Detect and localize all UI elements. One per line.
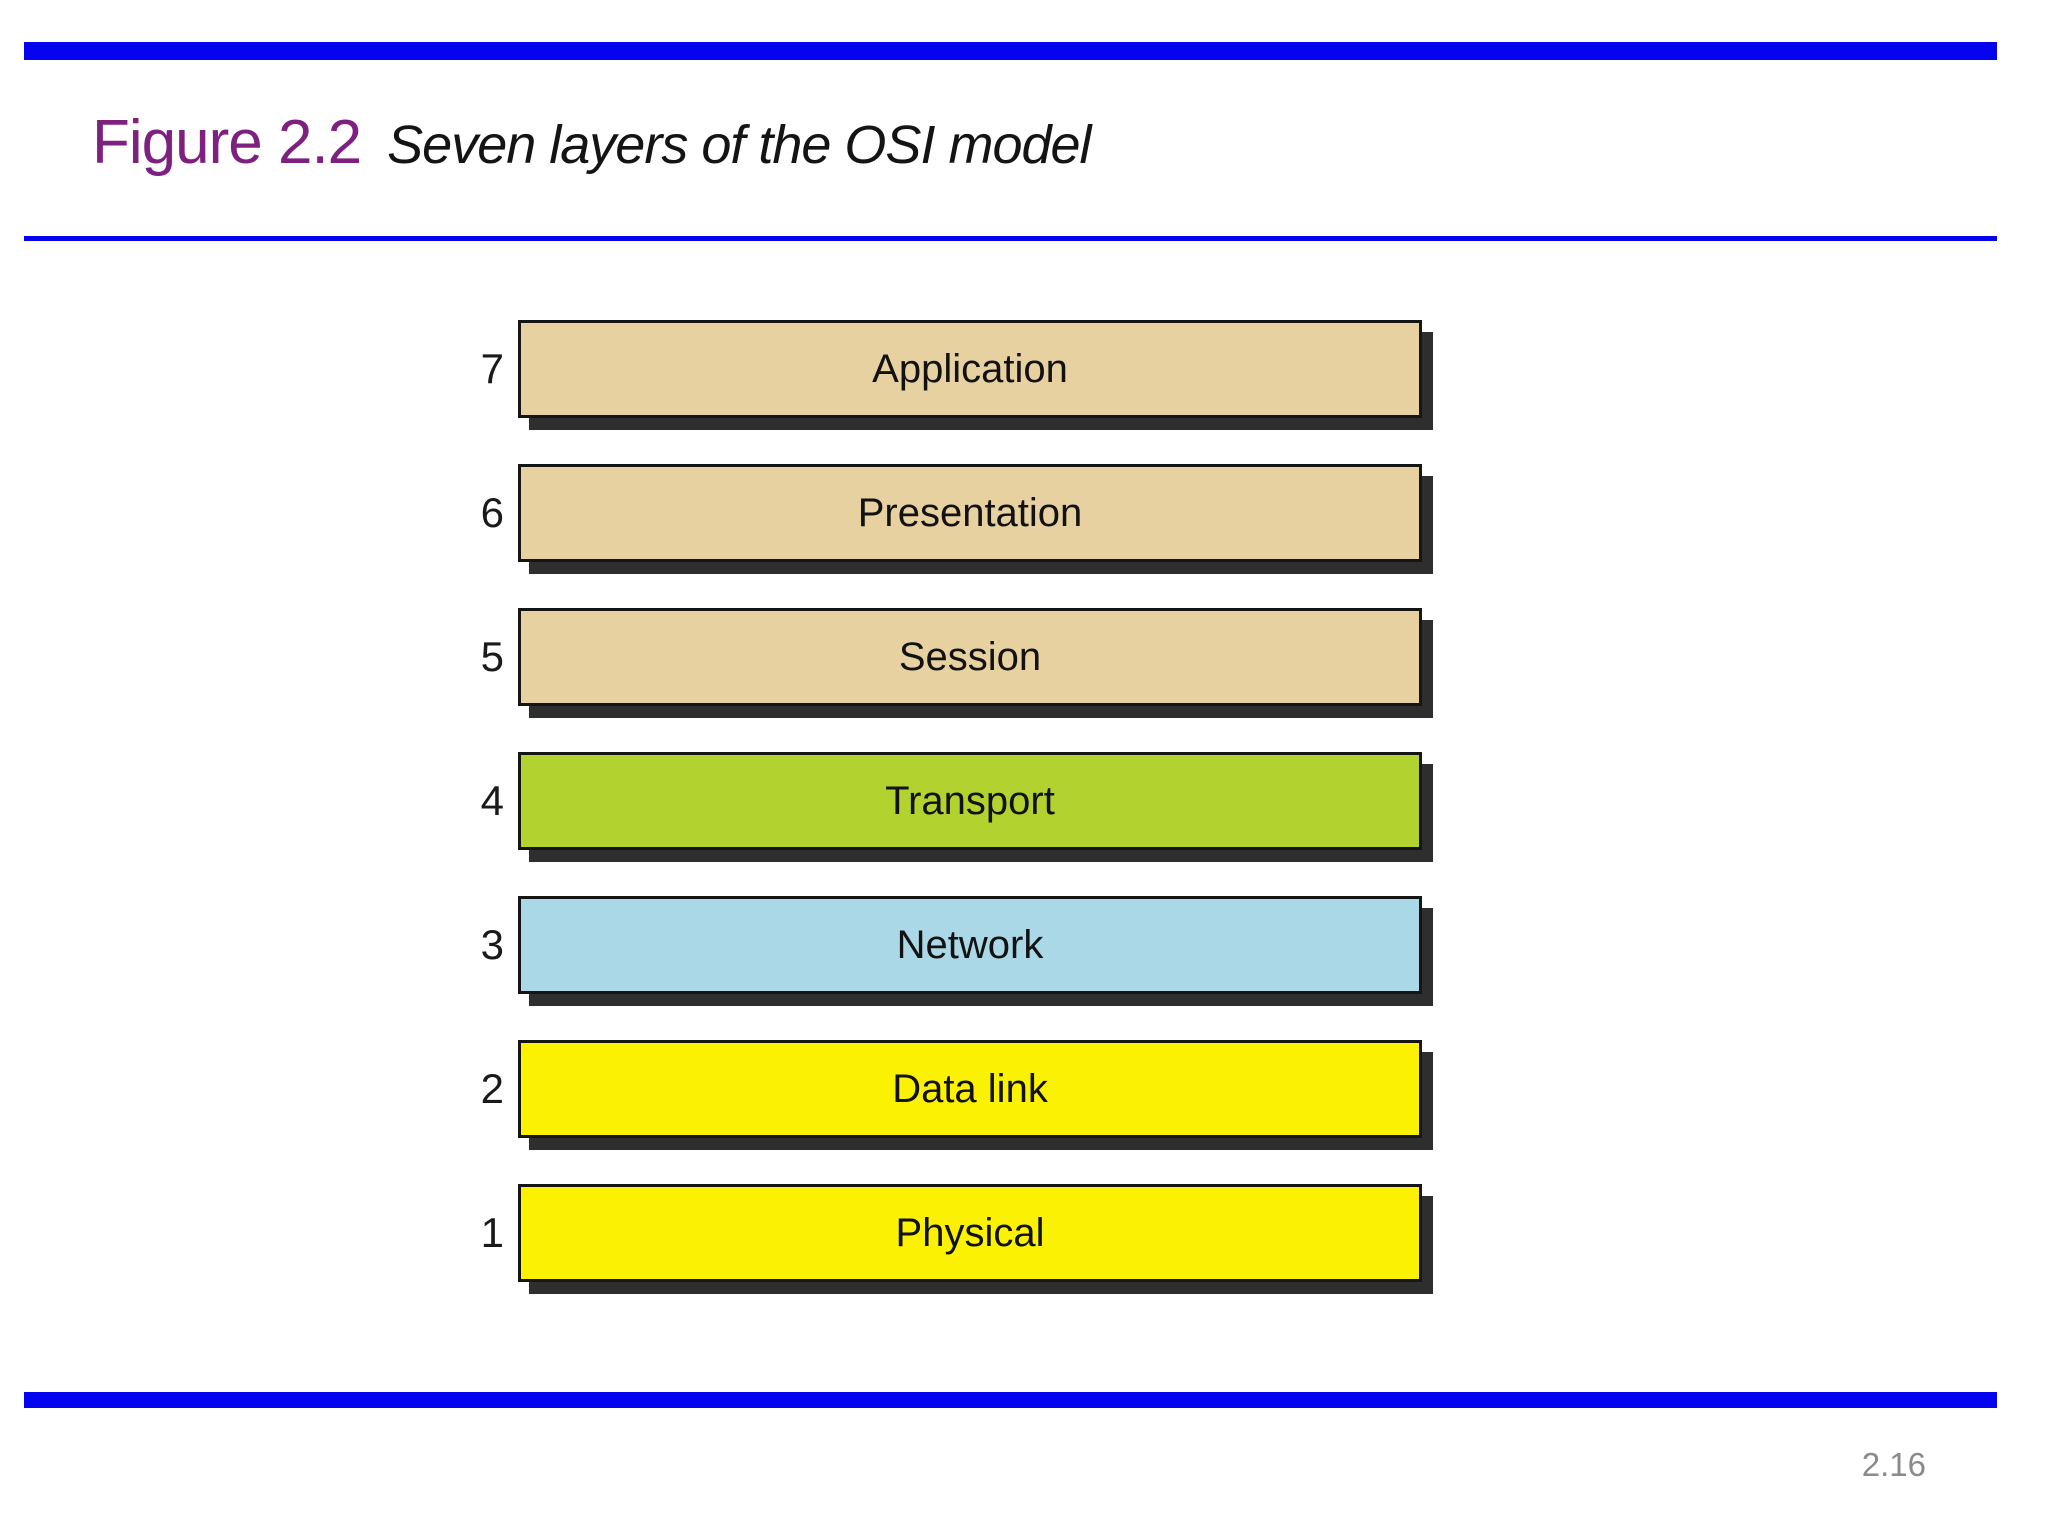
layer-row: 1 Physical <box>468 1184 1422 1282</box>
layer-number: 1 <box>480 1209 504 1256</box>
layer-number: 7 <box>480 345 504 392</box>
osi-layer-stack: 7 Application 6 Presentation 5 Session 4… <box>468 320 1422 1282</box>
top-accent-bar <box>24 42 1997 60</box>
layer-box: Data link <box>518 1040 1422 1138</box>
layer-box: Application <box>518 320 1422 418</box>
layer-box: Session <box>518 608 1422 706</box>
layer-number: 3 <box>480 921 504 968</box>
figure-number-label: Figure 2.2 <box>92 108 362 177</box>
layer-number: 4 <box>480 777 504 824</box>
layer-box: Presentation <box>518 464 1422 562</box>
page-number: 2.16 <box>1861 1446 1926 1483</box>
layer-number: 5 <box>480 633 504 680</box>
layer-box: Physical <box>518 1184 1422 1282</box>
layer-row: 6 Presentation <box>468 464 1422 562</box>
layer-row: 3 Network <box>468 896 1422 994</box>
layer-number: 2 <box>480 1065 504 1112</box>
layer-row: 2 Data link <box>468 1040 1422 1138</box>
slide-header: Figure 2.2 Seven layers of the OSI model <box>92 108 1092 177</box>
layer-row: 4 Transport <box>468 752 1422 850</box>
figure-caption: Seven layers of the OSI model <box>387 115 1091 175</box>
layer-number: 6 <box>480 489 504 536</box>
layer-box: Network <box>518 896 1422 994</box>
header-divider-rule <box>24 236 1997 241</box>
layer-row: 5 Session <box>468 608 1422 706</box>
bottom-accent-bar <box>24 1392 1997 1408</box>
layer-row: 7 Application <box>468 320 1422 418</box>
layer-box: Transport <box>518 752 1422 850</box>
